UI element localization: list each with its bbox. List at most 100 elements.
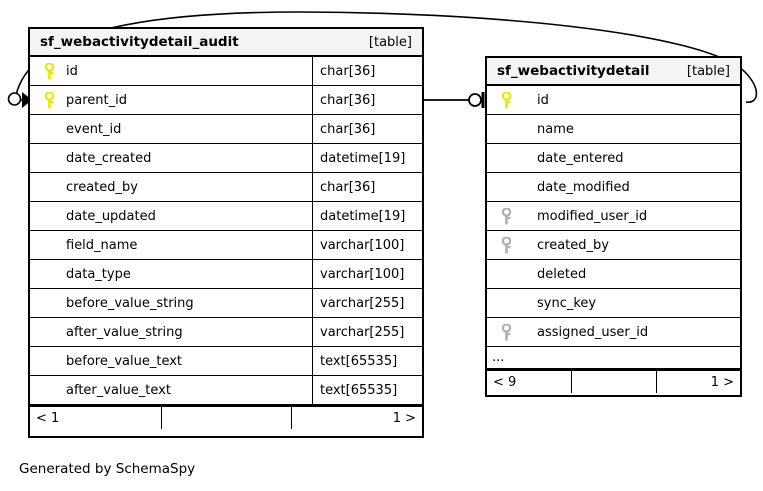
table-row[interactable]: deleted <box>487 260 740 289</box>
column-label: field_name <box>66 237 138 253</box>
column-type-cell: varchar[100] <box>312 231 422 259</box>
column-type-cell: char[36] <box>312 173 422 201</box>
table-row[interactable]: name <box>487 115 740 144</box>
column-name-cell: date_modified <box>487 173 740 201</box>
column-label: before_value_string <box>66 295 194 311</box>
table-row[interactable]: parent_id char[36] <box>30 86 422 115</box>
column-name-cell: name <box>487 115 740 143</box>
table-footer: < 9 1 > <box>487 369 740 393</box>
table-row[interactable]: date_entered <box>487 144 740 173</box>
column-name-cell: event_id <box>30 115 312 143</box>
truncated-columns-indicator: ... <box>487 347 740 369</box>
table-row[interactable]: before_value_string varchar[255] <box>30 289 422 318</box>
column-type-cell: datetime[19] <box>312 202 422 230</box>
column-name-cell: modified_user_id <box>487 202 740 230</box>
column-label: assigned_user_id <box>537 324 649 340</box>
column-type-cell: char[36] <box>312 86 422 114</box>
column-type-cell: varchar[255] <box>312 318 422 346</box>
column-name-cell: sync_key <box>487 289 740 317</box>
column-type-cell: text[65535] <box>312 376 422 404</box>
cardinality-zero-marker-left <box>7 92 22 106</box>
column-name-cell: created_by <box>30 173 312 201</box>
column-name-cell: parent_id <box>30 86 312 114</box>
footer-prev-button[interactable]: < 1 <box>36 410 60 426</box>
column-type-cell: varchar[100] <box>312 260 422 288</box>
table-type-tag: [table] <box>686 63 730 79</box>
table-row[interactable]: event_id char[36] <box>30 115 422 144</box>
column-type-cell: varchar[255] <box>312 289 422 317</box>
table-row[interactable]: sync_key <box>487 289 740 318</box>
column-name-cell: data_type <box>30 260 312 288</box>
table-row[interactable]: id char[36] <box>30 57 422 86</box>
column-name-cell: before_value_string <box>30 289 312 317</box>
foreign-key-icon <box>495 207 517 225</box>
column-label: sync_key <box>537 295 597 311</box>
column-label: date_entered <box>537 150 624 166</box>
column-label: created_by <box>537 237 609 253</box>
column-label: date_modified <box>537 179 630 195</box>
column-name-cell: date_created <box>30 144 312 172</box>
foreign-key-icon <box>495 323 517 341</box>
column-label: data_type <box>66 266 131 282</box>
table-row[interactable]: after_value_string varchar[255] <box>30 318 422 347</box>
column-name-cell: created_by <box>487 231 740 259</box>
table-row[interactable]: created_by <box>487 231 740 260</box>
footer-middle <box>571 371 655 393</box>
column-name-cell: date_entered <box>487 144 740 172</box>
column-label: modified_user_id <box>537 208 648 224</box>
column-label: date_created <box>66 150 152 166</box>
footer-next-button[interactable]: 1 > <box>291 407 422 429</box>
primary-key-icon <box>38 62 60 80</box>
primary-key-icon <box>38 91 60 109</box>
column-label: after_value_string <box>66 324 183 340</box>
column-label: deleted <box>537 266 587 282</box>
table-sf-webactivitydetail[interactable]: sf_webactivitydetail [table] id name dat… <box>485 56 742 397</box>
table-row[interactable]: id <box>487 86 740 115</box>
column-label: id <box>537 92 549 108</box>
foreign-key-icon <box>495 236 517 254</box>
table-row[interactable]: created_by char[36] <box>30 173 422 202</box>
table-row[interactable]: field_name varchar[100] <box>30 231 422 260</box>
table-row[interactable]: assigned_user_id <box>487 318 740 347</box>
column-name-cell: after_value_text <box>30 376 312 404</box>
table-title: sf_webactivitydetail <box>497 63 650 79</box>
column-label: id <box>66 63 78 79</box>
table-header: sf_webactivitydetail_audit [table] <box>30 29 422 57</box>
column-label: after_value_text <box>66 382 171 398</box>
column-type-cell: datetime[19] <box>312 144 422 172</box>
table-row[interactable]: date_created datetime[19] <box>30 144 422 173</box>
column-name-cell: id <box>30 57 312 85</box>
column-name-cell: before_value_text <box>30 347 312 375</box>
table-sf-webactivitydetail-audit[interactable]: sf_webactivitydetail_audit [table] id ch… <box>28 27 424 438</box>
footer-next-button[interactable]: 1 > <box>655 371 740 393</box>
table-title: sf_webactivitydetail_audit <box>40 34 239 50</box>
column-name-cell: deleted <box>487 260 740 288</box>
primary-key-icon <box>495 91 517 109</box>
footer-middle <box>160 407 292 429</box>
table-header: sf_webactivitydetail [table] <box>487 58 740 86</box>
table-row[interactable]: before_value_text text[65535] <box>30 347 422 376</box>
footer-prev-button[interactable]: < 9 <box>493 374 517 390</box>
column-name-cell: field_name <box>30 231 312 259</box>
generator-caption: Generated by SchemaSpy <box>19 461 196 477</box>
column-name-cell: assigned_user_id <box>487 318 740 346</box>
column-label: date_updated <box>66 208 156 224</box>
column-name-cell: date_updated <box>30 202 312 230</box>
column-name-cell: id <box>487 86 740 114</box>
column-label: event_id <box>66 121 122 137</box>
column-type-cell: char[36] <box>312 57 422 85</box>
table-footer: < 1 1 > <box>30 405 422 429</box>
table-row[interactable]: date_modified <box>487 173 740 202</box>
column-type-cell: text[65535] <box>312 347 422 375</box>
column-label: name <box>537 121 574 137</box>
table-row[interactable]: after_value_text text[65535] <box>30 376 422 405</box>
table-row[interactable]: modified_user_id <box>487 202 740 231</box>
table-row[interactable]: date_updated datetime[19] <box>30 202 422 231</box>
table-row[interactable]: data_type varchar[100] <box>30 260 422 289</box>
column-label: parent_id <box>66 92 127 108</box>
column-name-cell: after_value_string <box>30 318 312 346</box>
column-type-cell: char[36] <box>312 115 422 143</box>
column-label: before_value_text <box>66 353 183 369</box>
column-label: created_by <box>66 179 138 195</box>
